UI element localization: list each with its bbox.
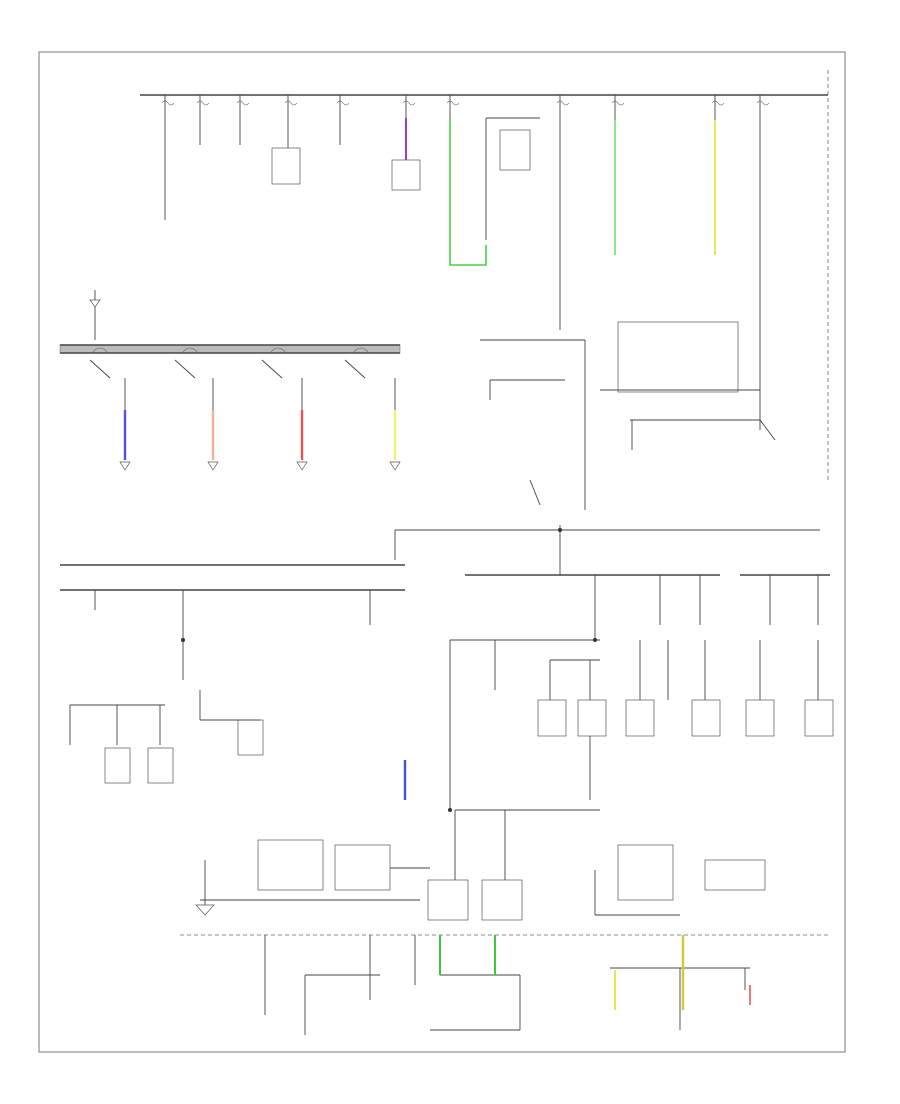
right-mid-relays — [537, 699, 834, 800]
left-mid-bus — [60, 564, 405, 784]
bottom-row — [264, 935, 750, 1035]
wire-green — [449, 120, 487, 266]
diagram-frame — [38, 51, 846, 1053]
bottom-section — [195, 809, 766, 921]
right-mid-bus — [449, 574, 830, 810]
ig-switch — [394, 479, 820, 575]
right-relay-block — [480, 321, 776, 510]
top-fuse-symbols — [161, 100, 770, 106]
top-fuse-bus — [140, 70, 829, 480]
under-dash-bus — [59, 344, 401, 410]
junction-dots — [181, 528, 597, 812]
second-row-terminals — [119, 461, 401, 471]
left-top-connector — [89, 290, 101, 340]
